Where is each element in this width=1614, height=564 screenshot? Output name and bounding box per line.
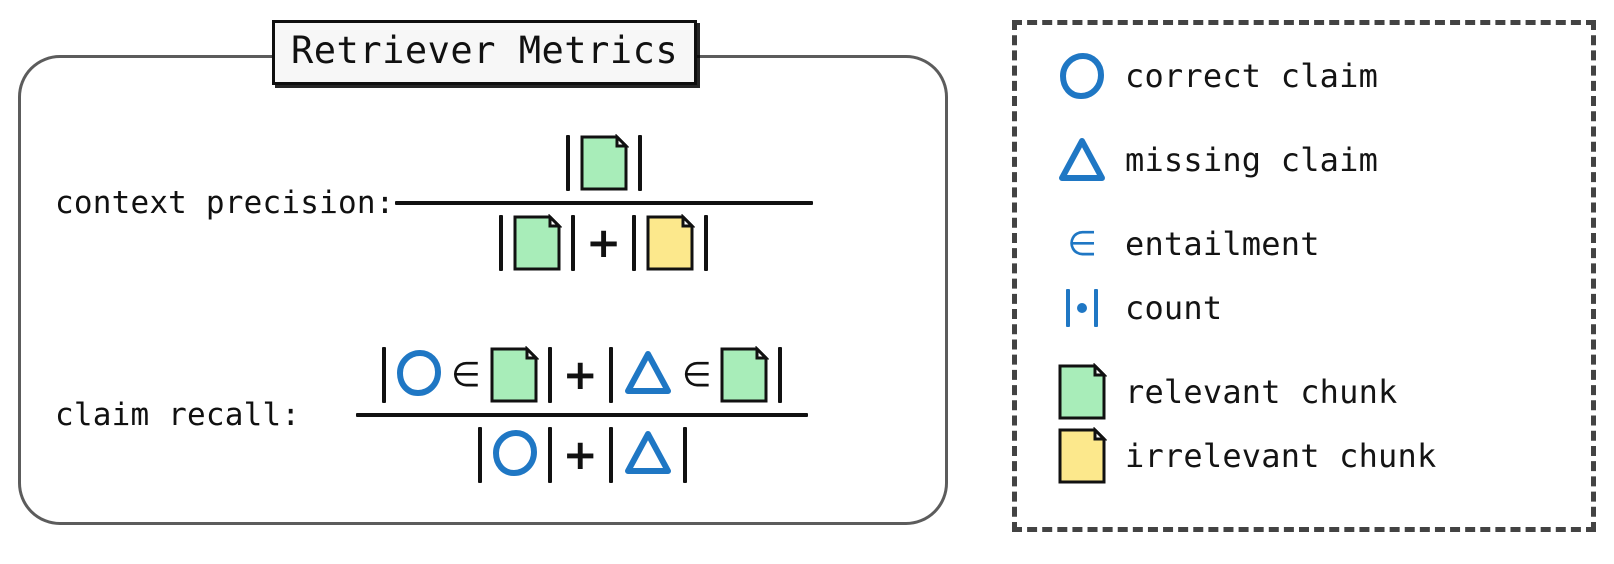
- element-of-icon: ∈: [1051, 227, 1113, 261]
- relevant-chunk-icon: [512, 214, 562, 272]
- fraction-bar: [394, 201, 813, 205]
- vertical-bar-icon: [498, 215, 503, 271]
- fraction-denominator: +: [465, 417, 700, 493]
- metric-row-claim-recall: claim recall: ∈ +: [55, 337, 809, 493]
- vertical-bar-icon: [704, 215, 709, 271]
- vertical-bar-icon: [608, 347, 613, 403]
- legend-label: correct claim: [1125, 57, 1379, 95]
- vertical-bar-icon: [608, 427, 613, 483]
- legend-item-correct-claim: correct claim: [1051, 47, 1591, 105]
- relevant-chunk-icon: [579, 134, 629, 192]
- relevant-chunk-icon: [719, 346, 770, 404]
- missing-claim-triangle-icon: [622, 428, 674, 482]
- correct-claim-circle-icon: [491, 428, 539, 482]
- irrelevant-chunk-icon: [1051, 427, 1113, 485]
- count-dot: [1077, 303, 1087, 313]
- page-title: Retriever Metrics: [272, 20, 698, 85]
- legend-label: count: [1125, 289, 1223, 327]
- metric-row-context-precision: context precision:: [55, 125, 813, 281]
- relevant-chunk-icon: [489, 346, 539, 404]
- fraction-numerator: [553, 125, 655, 201]
- missing-claim-triangle-icon: [1051, 135, 1113, 185]
- vertical-bar-icon: [632, 215, 637, 271]
- count-icon: [1051, 289, 1113, 327]
- fraction-numerator: ∈ + ∈: [369, 337, 795, 413]
- count-bar-left: [1066, 289, 1070, 327]
- vertical-bar-icon: [778, 347, 783, 403]
- vertical-bar-icon: [565, 135, 570, 191]
- element-of-icon: ∈: [681, 355, 712, 395]
- vertical-bar-icon: [570, 215, 575, 271]
- plus-icon: +: [585, 218, 622, 267]
- legend-label: relevant chunk: [1125, 373, 1398, 411]
- element-of-icon: ∈: [451, 355, 481, 395]
- fraction-context-precision: +: [394, 125, 813, 281]
- vertical-bar-icon: [382, 347, 386, 403]
- missing-claim-triangle-icon: [622, 348, 674, 402]
- metric-label-context-precision: context precision:: [55, 185, 395, 221]
- vertical-bar-icon: [637, 135, 642, 191]
- vertical-bar-icon: [477, 427, 482, 483]
- legend-label: irrelevant chunk: [1125, 437, 1437, 475]
- legend-label: entailment: [1125, 225, 1320, 263]
- legend-item-missing-claim: missing claim: [1051, 131, 1591, 189]
- element-of-glyph: ∈: [1067, 224, 1097, 264]
- count-bar-right: [1094, 289, 1098, 327]
- irrelevant-chunk-icon: [645, 214, 696, 272]
- plus-icon: +: [562, 350, 598, 399]
- fraction-denominator: +: [486, 205, 721, 281]
- vertical-bar-icon: [682, 427, 687, 483]
- legend-item-irrelevant-chunk: irrelevant chunk: [1051, 427, 1591, 485]
- vertical-bar-icon: [547, 427, 552, 483]
- correct-claim-circle-icon: [1051, 51, 1113, 101]
- legend-item-entailment: ∈ entailment: [1051, 215, 1591, 273]
- fraction-claim-recall: ∈ + ∈: [356, 337, 809, 493]
- legend-label: missing claim: [1125, 141, 1379, 179]
- legend-box: correct claim missing claim ∈ entailment…: [1012, 20, 1596, 532]
- relevant-chunk-icon: [1051, 363, 1113, 421]
- correct-claim-circle-icon: [395, 348, 443, 402]
- fraction-bar: [356, 413, 809, 417]
- metric-label-claim-recall: claim recall:: [55, 397, 301, 433]
- plus-icon: +: [562, 430, 598, 479]
- legend-item-relevant-chunk: relevant chunk: [1051, 363, 1591, 421]
- vertical-bar-icon: [547, 347, 552, 403]
- legend-item-count: count: [1051, 279, 1591, 337]
